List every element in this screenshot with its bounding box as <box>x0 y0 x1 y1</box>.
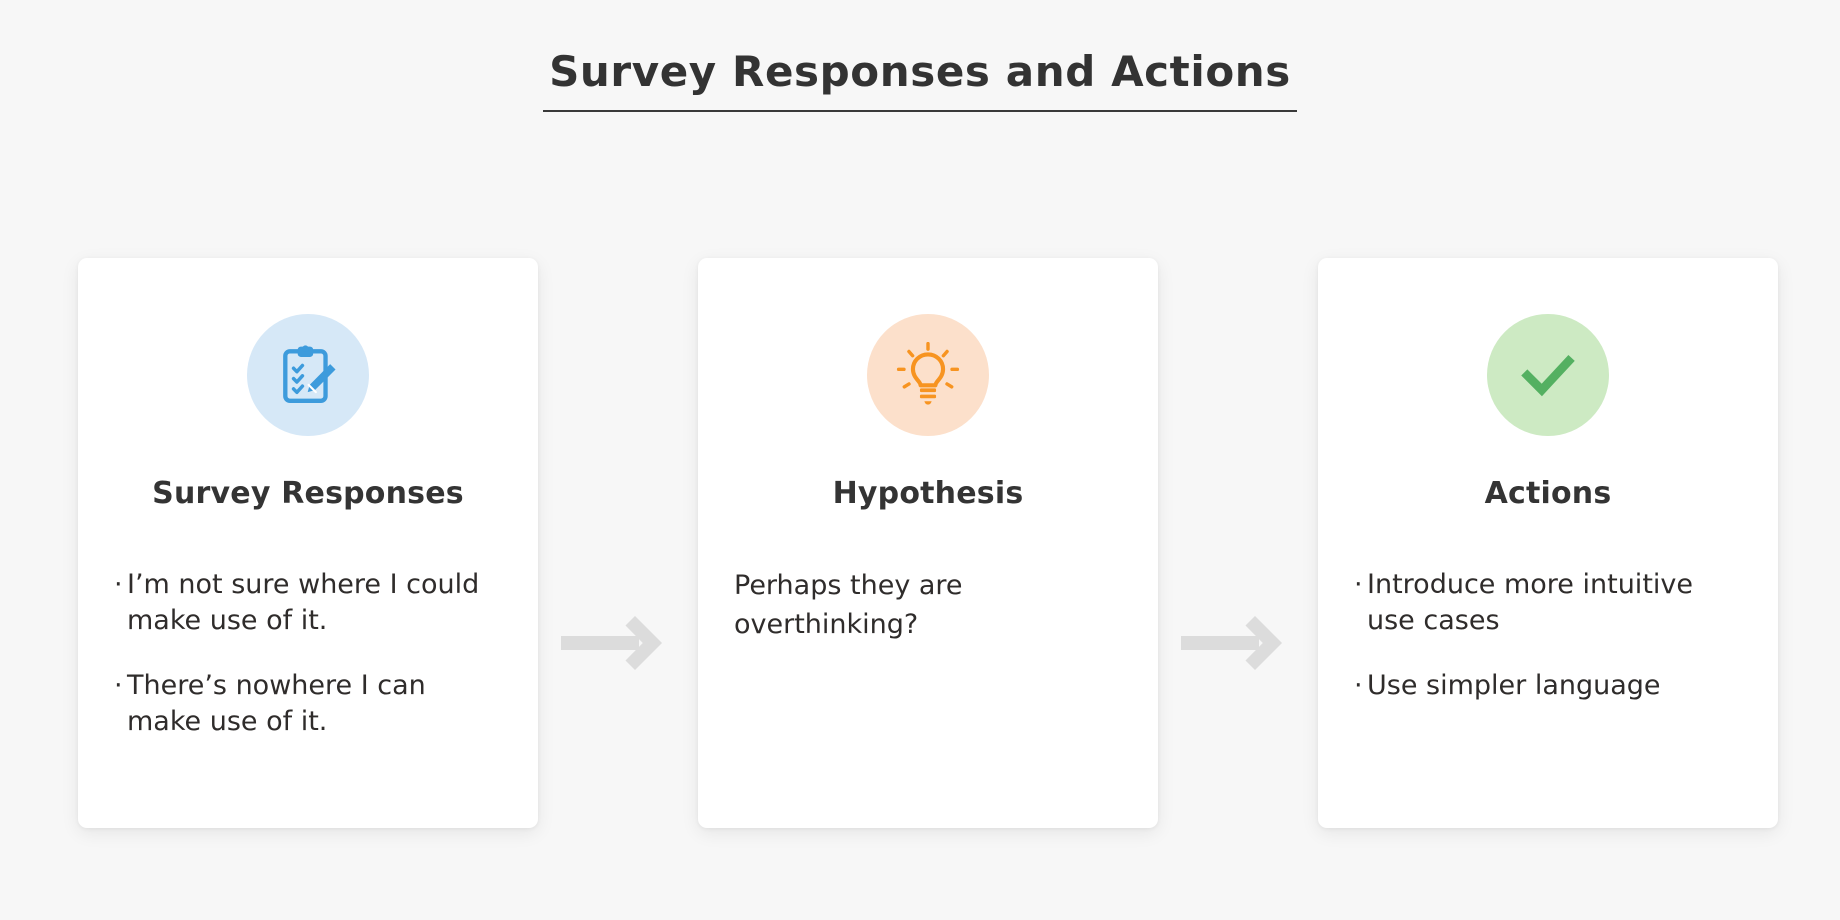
arrow-right-icon <box>561 612 675 674</box>
arrow-slot-2 <box>1158 258 1318 828</box>
bullet-list: · I’m not sure where I could make use of… <box>114 567 502 740</box>
card-body: · Introduce more intuitive use cases · U… <box>1354 567 1742 704</box>
card-hypothesis[interactable]: Hypothesis Perhaps they are overthinking… <box>698 258 1158 828</box>
card-survey-responses[interactable]: Survey Responses · I’m not sure where I … <box>78 258 538 828</box>
card-body: · I’m not sure where I could make use of… <box>114 567 502 740</box>
list-item-label: Introduce more intuitive use cases <box>1367 569 1693 636</box>
list-item: · Introduce more intuitive use cases <box>1354 567 1742 638</box>
card-body: Perhaps they are overthinking? <box>734 567 1122 645</box>
list-item-label: There’s nowhere I can make use of it. <box>127 670 426 737</box>
card-heading: Hypothesis <box>832 476 1024 511</box>
bullet-dot-icon: · <box>1354 670 1363 702</box>
bullet-list: · Introduce more intuitive use cases · U… <box>1354 567 1742 704</box>
list-item-label: Use simpler language <box>1367 670 1661 702</box>
arrow-slot-1 <box>538 258 698 828</box>
flow-diagram: Survey Responses · I’m not sure where I … <box>78 258 1778 828</box>
page-title-container: Survey Responses and Actions <box>0 47 1840 113</box>
lightbulb-idea-icon <box>867 314 989 436</box>
bullet-dot-icon: · <box>1354 569 1363 600</box>
card-heading: Survey Responses <box>152 476 464 511</box>
bullet-dot-icon: · <box>114 670 123 702</box>
list-item-label: I’m not sure where I could make use of i… <box>127 569 480 636</box>
bullet-dot-icon: · <box>114 569 123 600</box>
check-mark-icon <box>1487 314 1609 436</box>
list-item: · Use simpler language <box>1354 668 1742 704</box>
clipboard-checklist-pen-icon <box>247 314 369 436</box>
arrow-right-icon <box>1181 612 1295 674</box>
hypothesis-text: Perhaps they are overthinking? <box>734 570 963 640</box>
page-title: Survey Responses and Actions <box>543 47 1297 113</box>
list-item: · There’s nowhere I can make use of it. <box>114 668 502 739</box>
card-heading: Actions <box>1484 476 1612 511</box>
list-item: · I’m not sure where I could make use of… <box>114 567 502 638</box>
card-actions[interactable]: Actions · Introduce more intuitive use c… <box>1318 258 1778 828</box>
